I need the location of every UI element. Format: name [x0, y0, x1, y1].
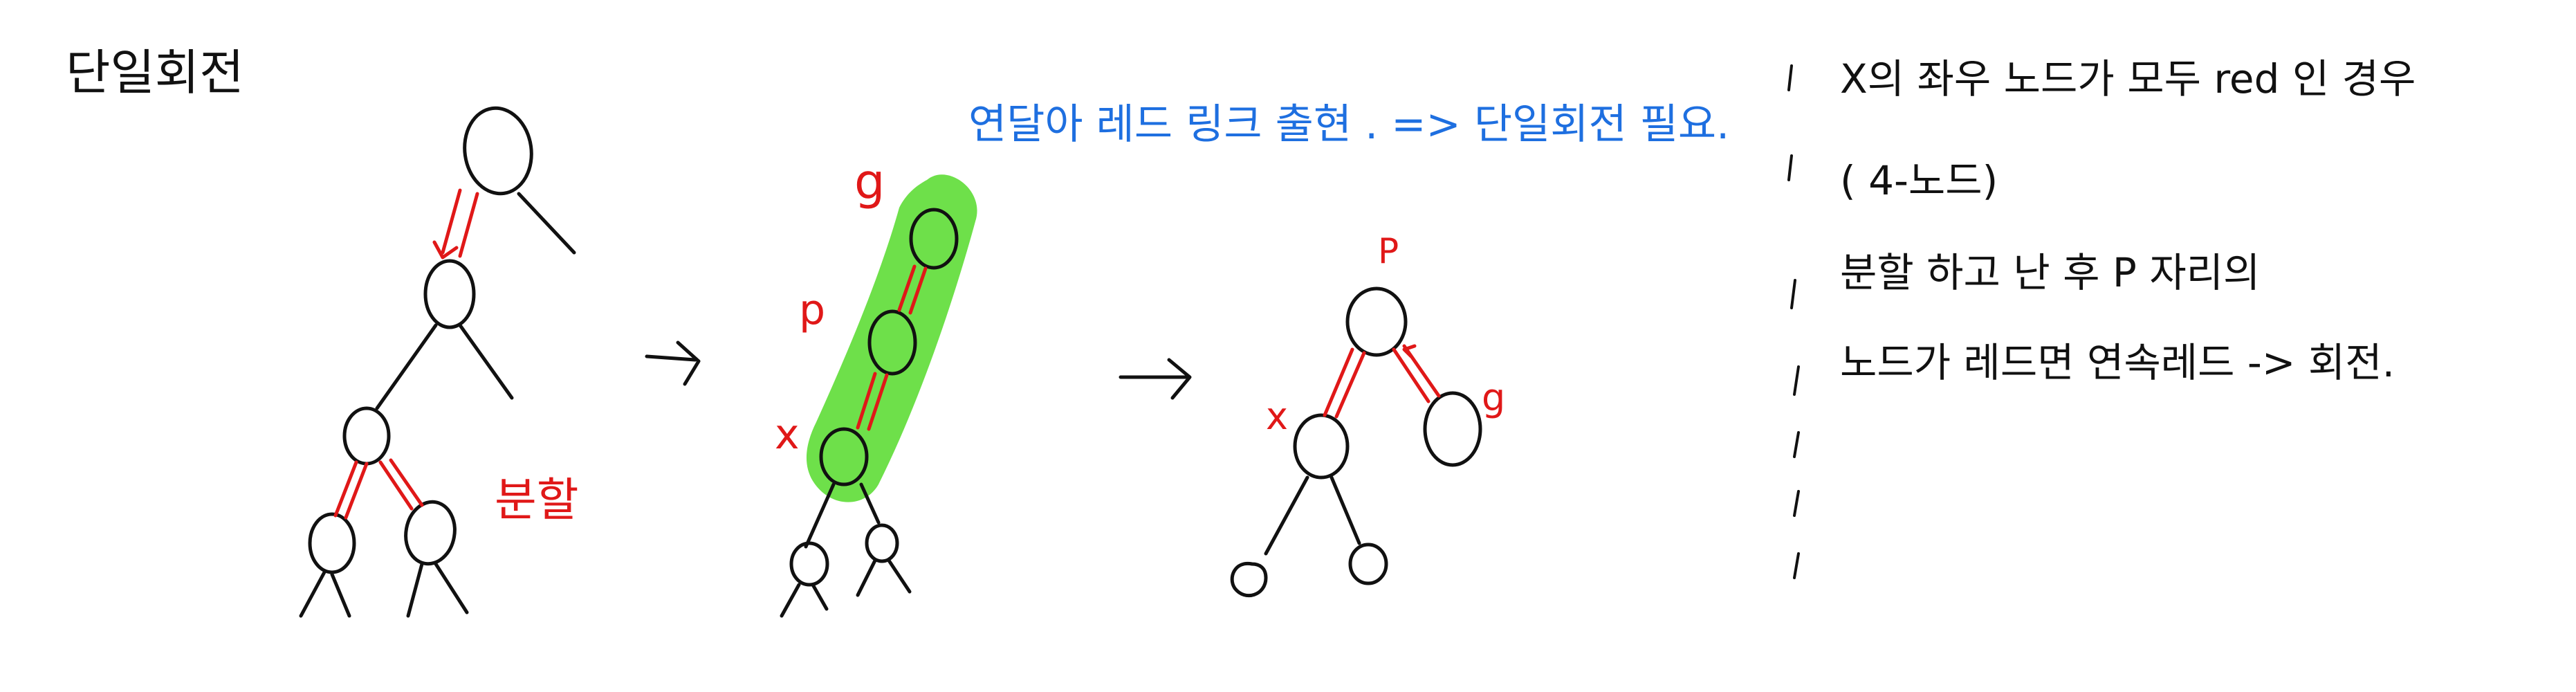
- tree3-p-node: [1345, 286, 1408, 357]
- tree1-mid-node: [423, 259, 476, 329]
- tree1-mid-right-edge: [458, 323, 514, 400]
- tree1-red-link-3a: [378, 460, 414, 511]
- note-line-4: 노드가 레드면 연속레드 -> 회전.: [1840, 339, 2395, 386]
- tree2-leaf-left: [789, 541, 829, 587]
- label-split: 분할: [495, 473, 579, 527]
- tree3-leaf-left: [1230, 561, 1268, 598]
- tree1-red-link-2b: [344, 462, 369, 520]
- tree-3: [1230, 286, 1482, 598]
- tree2-x-left-edge: [804, 482, 836, 549]
- tree2-x-right-edge: [859, 482, 881, 525]
- tree1-leaf-left: [308, 512, 356, 574]
- tree2-x-node: [819, 427, 869, 486]
- tree2-g-node: [909, 208, 959, 270]
- tree3-g-node: [1423, 391, 1482, 467]
- tree-2: [780, 208, 959, 618]
- tree1-red-link-1a: [441, 188, 462, 255]
- tree1-leaf-left-edge-a: [299, 569, 327, 618]
- tree1-leaf-right-edge-b: [434, 562, 469, 614]
- tree1-leaf-left-edge-b: [330, 572, 351, 618]
- arrow-2: [1119, 358, 1192, 400]
- label-g-1: g: [854, 154, 885, 210]
- tree3-x-left-edge: [1264, 475, 1309, 556]
- tree3-x-right-edge: [1330, 475, 1361, 545]
- label-x-1: x: [775, 410, 800, 459]
- tree1-leaf-right-edge-a: [406, 562, 424, 618]
- tree3-leaf-right: [1348, 543, 1388, 585]
- note-line-3: 분할 하고 난 후 P 자리의: [1840, 249, 2261, 296]
- arrow-1: [645, 340, 701, 386]
- label-p-2: P: [1378, 231, 1399, 271]
- green-highlight: [806, 174, 977, 502]
- tree1-red-link-2a: [333, 460, 358, 518]
- tree1-red-links: [333, 188, 479, 520]
- note-line-1: X의 좌우 노드가 모두 red 인 경우: [1840, 55, 2416, 102]
- tree2-p-node: [867, 309, 917, 376]
- tree1-mid-left-edge: [375, 323, 438, 410]
- note-line-2: ( 4-노드): [1840, 157, 1998, 204]
- tree3-x-node: [1293, 413, 1350, 480]
- blue-annotation: 연달아 레드 링크 출현 . => 단일회전 필요.: [968, 100, 1730, 149]
- tree1-low-node: [342, 406, 391, 466]
- tree1-red-link-1b: [458, 192, 479, 258]
- tree-1: [299, 106, 576, 618]
- tree1-red-link-arrow: [432, 240, 459, 260]
- tree2-red-links: [856, 264, 928, 431]
- tree1-leaf-right: [404, 500, 457, 566]
- label-g-2: g: [1482, 376, 1506, 419]
- vertical-separator: [1787, 64, 1800, 579]
- page-title: 단일회전: [66, 44, 244, 101]
- label-p-1: p: [799, 286, 826, 334]
- tree1-root-right-edge: [517, 192, 576, 255]
- tree2-leaf-right: [865, 523, 899, 563]
- tree3-red-links: [1323, 344, 1441, 419]
- tree1-root-node: [463, 106, 533, 196]
- tree1-red-link-3b: [389, 458, 424, 507]
- label-x-2: x: [1266, 394, 1288, 438]
